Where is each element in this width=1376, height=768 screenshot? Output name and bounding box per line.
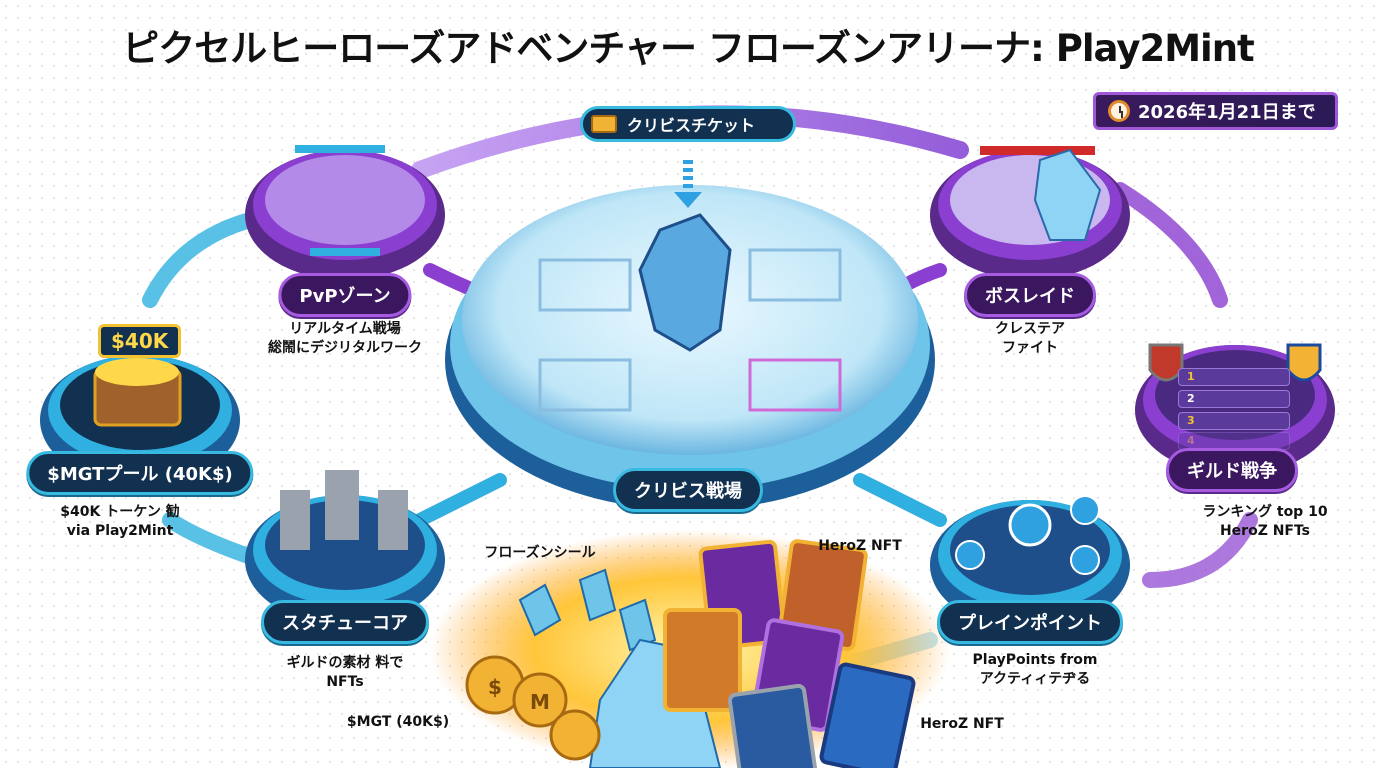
rank-row: 1 [1178, 368, 1290, 386]
frozen-seal-label: フローズンシール [484, 545, 596, 561]
coin-icon: M [530, 690, 550, 714]
deadline-badge: 2026年1月21日まで [1093, 92, 1338, 130]
play-point-label: プレインポイント [937, 600, 1123, 644]
playpoint-caption-line-1: PlayPoints from [972, 652, 1098, 668]
pvp-caption-line-2: 総鬧にデジリタルワーク [268, 340, 422, 356]
ticket-badge: クリビスチケット [580, 106, 796, 142]
pvp-caption-line-1: リアルタイム戦場 [289, 321, 401, 337]
rank-row: 2 [1178, 390, 1290, 408]
guild-caption-line-2: HeroZ NFTs [1219, 523, 1311, 539]
guild-caption-line-1: ランキング top 10 [1202, 504, 1328, 520]
clock-icon [1108, 100, 1130, 122]
playpoint-caption-line-2: アクティィテヂる [979, 671, 1091, 687]
statue-caption: ギルドの素材 料で NFTs [287, 654, 404, 692]
boss-caption-line-1: クレステア [995, 321, 1065, 337]
boss-caption: クレステアファイト [995, 320, 1065, 358]
page-title: ピクセルヒーローズアドベンチャー フローズンアリーナ: Play2Mint [122, 27, 1255, 70]
pvp-caption: リアルタイム戦場総鬧にデジリタルワーク [268, 320, 422, 358]
rank-row: 3 [1178, 412, 1290, 430]
heroz-nft-label: HeroZ NFT [920, 716, 1004, 732]
statue-core-label: スタチューコア [261, 600, 429, 644]
center-arena-label: クリビス戦場 [613, 468, 763, 512]
ticket-icon [591, 115, 617, 133]
ticket-label: クリビスチケット [627, 116, 756, 135]
boss-raid-label: ボスレイド [964, 273, 1096, 317]
playpoint-caption: PlayPoints from アクティィテヂる [973, 651, 1098, 689]
pvp-zone-label: PvPゾーン [278, 273, 412, 317]
pool-caption: $40K トーケン 勧 via Play2Mint [60, 503, 179, 541]
statue-caption-line-1: ギルドの素材 料で [286, 655, 404, 671]
mgt-reward-label: $MGT (40K$) [346, 714, 450, 730]
heroz-nft-label: HeroZ NFT [818, 538, 902, 554]
statue-caption-line-2: NFTs [326, 674, 364, 690]
deadline-text: 2026年1月21日まで [1138, 102, 1316, 123]
coin-icon: $ [488, 675, 502, 699]
pool-caption-line-1: $40K トーケン 勧 [60, 504, 180, 520]
central-ice-arena [445, 160, 935, 510]
boss-caption-line-2: ファイト [1002, 340, 1058, 356]
pool-amount-badge: $40K [98, 324, 182, 358]
pool-caption-line-2: via Play2Mint [66, 523, 174, 539]
guild-war-label: ギルド戦争 [1166, 448, 1298, 492]
guild-caption: ランキング top 10 HeroZ NFTs [1202, 503, 1327, 541]
mgt-pool-label: $MGTプール (40K$) [26, 451, 254, 495]
reward-burst [430, 530, 950, 768]
